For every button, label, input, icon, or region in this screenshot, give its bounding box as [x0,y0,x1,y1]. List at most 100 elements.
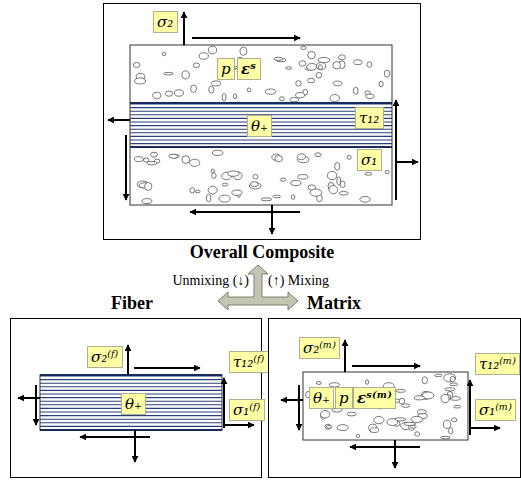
symbol-label: σ₂⁽ᶠ⁾ [91,348,118,366]
particle [162,53,166,56]
panel-box: Matrixσ₂⁽ᵐ⁾τ₁₂⁽ᵐ⁾θ₊pεˢ⁽ᵐ⁾σ₁⁽ᵐ⁾ [268,318,521,478]
symbol-label: σ₂ [157,13,173,31]
load-arrow [470,427,500,429]
particle [441,436,451,439]
particle [291,195,295,199]
particle [219,195,230,202]
symbol-box: σ₁⁽ᶠ⁾ [229,399,265,421]
particle [222,183,228,186]
particle [133,62,140,67]
particle [347,412,356,416]
fiber-line [40,415,222,416]
particle [261,198,272,201]
load-arrow [127,345,129,375]
symbol-label: σ₁⁽ᶠ⁾ [233,401,260,419]
symbol-label: εˢ⁽ᵐ⁾ [357,389,392,407]
fiber-line [40,419,222,420]
symbol-label: σ₂⁽ᵐ⁾ [303,339,336,357]
symbol-label: θ₊ [251,117,268,135]
symbol-label: σ₁ [361,151,377,169]
symbol-label: θ₊ [313,389,330,407]
particle [265,89,275,94]
symbol-box: τ₁₂⁽ᵐ⁾ [475,353,520,375]
particle [452,418,457,422]
symbol-label: τ₁₂⁽ᶠ⁾ [233,353,264,371]
fiber-line [40,386,222,387]
load-arrow [352,365,420,367]
particle [147,161,157,165]
particle [165,91,172,96]
particle [370,428,379,433]
particle [193,63,199,68]
direction-label: Unmixing (↓) [172,273,249,289]
fiber-line [40,422,222,423]
particle [444,374,456,382]
particle [384,70,390,77]
fiber-line [40,383,222,384]
particle [253,174,258,178]
particle [330,95,339,102]
particle [335,162,340,170]
symbol-box: p [335,387,353,409]
load-arrow [80,436,150,438]
particle [396,389,406,392]
load-arrow [344,340,346,372]
particle [170,154,180,158]
particle [450,383,458,386]
particle [443,420,450,428]
symbol-box: εˢ⁽ᵐ⁾ [353,387,396,409]
particle [415,432,420,436]
particle [142,199,152,204]
fiber-body [40,375,222,430]
particle [174,90,183,96]
symbol-box: p [217,58,235,80]
particle [298,175,308,180]
particle [153,92,161,99]
symbol-box: σ₂⁽ᵐ⁾ [299,337,340,359]
symbol-box: σ₂⁽ᶠ⁾ [87,346,123,368]
figures [18,12,500,468]
fiber-boundary [40,374,222,376]
panel-box: Overall Compositeσ₂pεˢθ₊τ₁₂σ₁ [103,3,421,240]
particle [434,374,442,376]
fiber-line [40,390,222,391]
particle [318,65,322,70]
particle [339,191,348,195]
symbol-label: θ₊ [125,395,142,413]
particle [411,416,423,422]
particle [145,182,152,190]
symbol-box: εˢ [237,58,261,80]
particle [209,86,214,93]
particle [367,62,372,67]
particle [286,67,292,69]
fiber-line [130,103,392,104]
load-arrow [192,37,300,39]
load-arrow [134,367,200,369]
fiber-line [40,379,222,380]
particle [190,159,200,166]
symbol-label: εˢ [241,60,256,78]
particle [356,434,360,437]
particle [251,182,258,187]
particle [315,153,321,157]
particle [212,150,223,155]
particle [249,183,261,189]
particle [316,73,322,79]
fiber-line [40,375,222,376]
symbol-label: τ₁₂ [359,109,379,127]
particle [333,62,341,69]
symbol-box: θ₊ [309,387,334,409]
load-arrow [298,385,300,430]
particle [339,55,346,60]
particle [404,422,416,425]
load-arrow [134,430,136,462]
particle [347,155,351,159]
load-arrow [396,161,418,163]
particle [296,93,305,98]
particle [454,405,461,408]
fiber-boundary [130,102,392,104]
particle [337,425,348,431]
particle [318,57,330,62]
symbol-box: τ₁₂ [355,107,384,129]
